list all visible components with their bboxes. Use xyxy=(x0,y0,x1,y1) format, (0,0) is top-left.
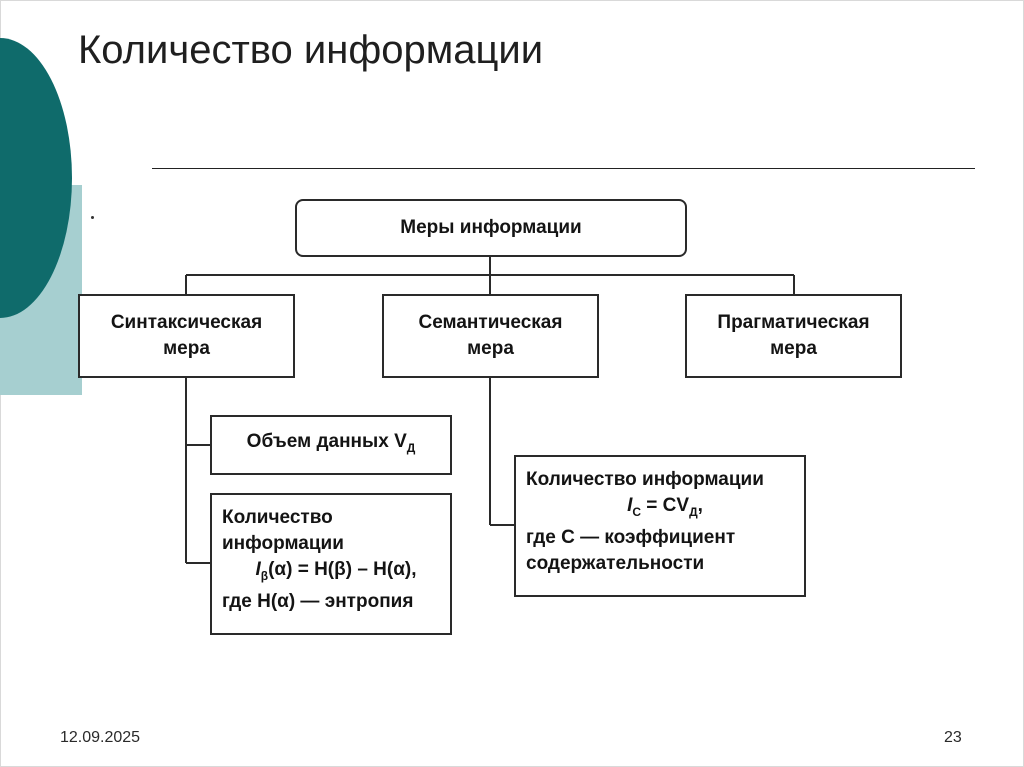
data-volume-label: Объем данных V xyxy=(246,431,407,452)
semantic-formula-mid: = CV xyxy=(641,495,690,516)
semantic-amount-line3: где C — коэффициент xyxy=(526,527,736,548)
semantic-formula-i: I xyxy=(627,495,633,516)
amount-line1: Количество xyxy=(222,507,333,528)
semantic-line1: Семантическая xyxy=(418,312,563,333)
syntactic-measure-box: Синтаксическая мера xyxy=(78,294,295,378)
slide-title: Количество информации xyxy=(78,28,544,72)
syntactic-line1: Синтаксическая xyxy=(110,312,263,333)
semantic-line2: мера xyxy=(467,338,514,359)
pragmatic-line2: мера xyxy=(770,338,817,359)
amount-line2: информации xyxy=(222,533,344,554)
dark-teal-shape xyxy=(0,38,72,318)
formula-subscript: β xyxy=(260,569,269,583)
data-volume-subscript: Д xyxy=(406,441,416,455)
data-volume-box: Объем данных VД xyxy=(210,415,452,475)
syntactic-line2: мера xyxy=(163,338,210,359)
syntactic-information-amount-box: Количество информации Iβ(α) = H(β) – H(α… xyxy=(210,493,452,635)
semantic-formula-subscript: C xyxy=(632,505,642,519)
pragmatic-line1: Прагматическая xyxy=(717,312,870,333)
title-underline xyxy=(152,168,975,169)
footer-date: 12.09.2025 xyxy=(60,729,141,746)
semantic-amount-line4: содержательности xyxy=(526,553,705,574)
semantic-amount-line1: Количество информации xyxy=(526,469,764,490)
stray-dot xyxy=(91,216,94,219)
pragmatic-measure-box: Прагматическая мера xyxy=(685,294,902,378)
semantic-formula: IC = CVД, xyxy=(526,493,804,525)
semantic-formula-end: , xyxy=(697,495,703,516)
semantic-measure-box: Семантическая мера xyxy=(382,294,599,378)
formula-rest: (α) = H(β) – H(α), xyxy=(268,559,417,580)
amount-where-entropy: где H(α) — энтропия xyxy=(222,591,414,612)
amount-formula: Iβ(α) = H(β) – H(α), xyxy=(222,557,450,589)
footer-page-number: 23 xyxy=(944,729,962,746)
root-label: Меры информации xyxy=(400,217,582,238)
formula-i: I xyxy=(255,559,261,580)
semantic-information-amount-box: Количество информации IC = CVД, где C — … xyxy=(514,455,806,597)
semantic-formula-subscript2: Д xyxy=(689,505,698,519)
data-volume-text: Объем данных VД xyxy=(247,429,416,461)
decorative-corner-shapes xyxy=(0,38,82,395)
root-box-measures-of-information: Меры информации xyxy=(295,199,687,257)
